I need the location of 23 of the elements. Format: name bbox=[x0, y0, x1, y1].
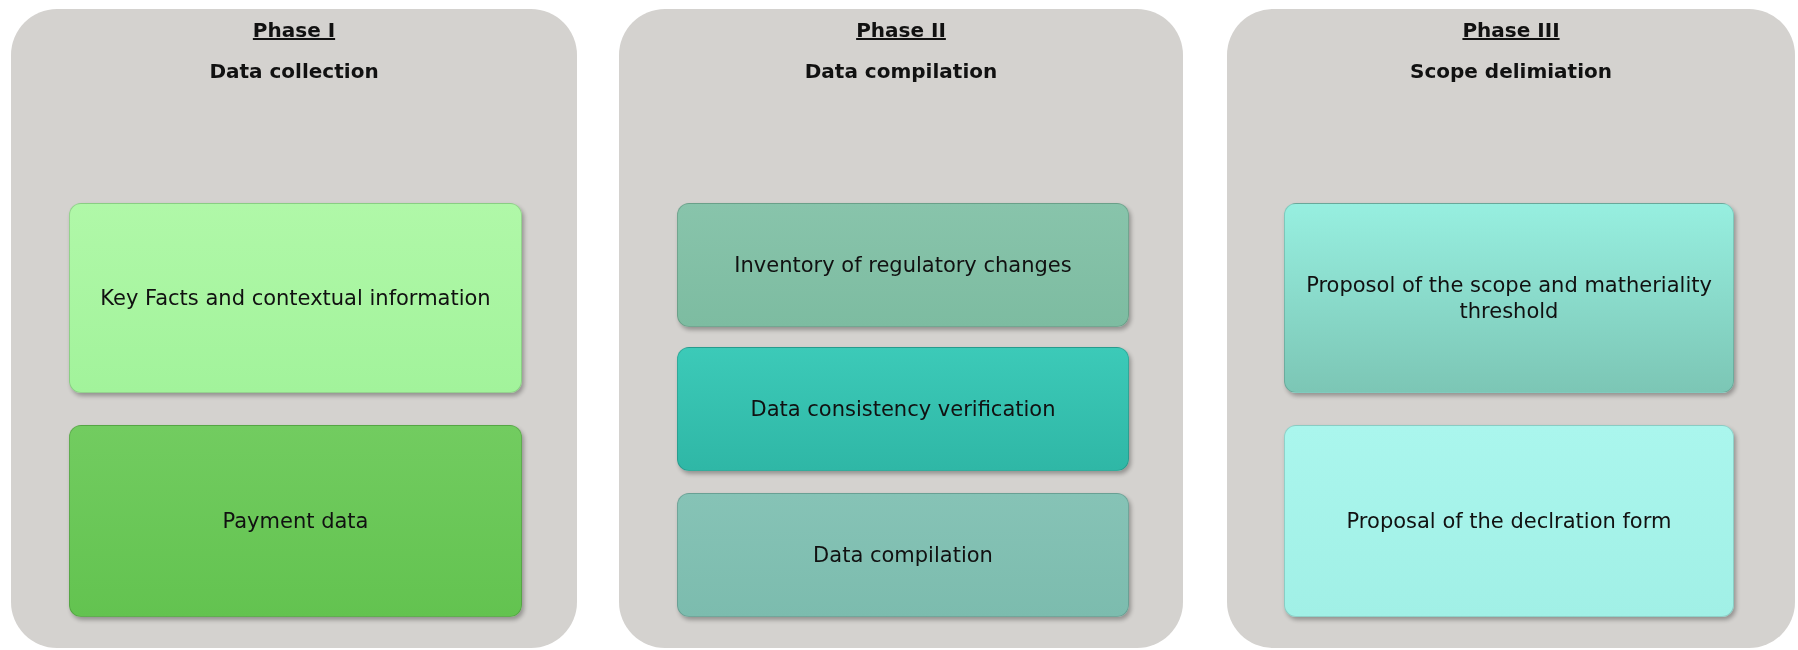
step-text: Data compilation bbox=[813, 541, 993, 569]
phase-title: Data collection bbox=[209, 59, 379, 83]
phase-panel bbox=[11, 9, 577, 648]
step-text: Payment data bbox=[222, 507, 369, 535]
step-text: Key Facts and contextual information bbox=[100, 284, 491, 312]
phase-title: Data compilation bbox=[804, 59, 998, 83]
phase-heading: Phase II bbox=[856, 18, 946, 42]
phase-panel bbox=[619, 9, 1183, 648]
step-box bbox=[1284, 203, 1734, 393]
step-box bbox=[69, 203, 522, 393]
step-box bbox=[69, 425, 522, 617]
step-box bbox=[677, 347, 1129, 471]
phase-title: Scope delimiation bbox=[1410, 59, 1612, 83]
step-box bbox=[677, 203, 1129, 327]
phase-heading: Phase I bbox=[252, 18, 336, 42]
phase-panel bbox=[1227, 9, 1795, 648]
step-text: Data consistency verification bbox=[750, 395, 1056, 423]
step-text: Proposol of the scope and matheriality threshold bbox=[1305, 271, 1713, 325]
step-text: Inventory of regulatory changes bbox=[734, 251, 1072, 279]
step-box bbox=[677, 493, 1129, 617]
phase-heading: Phase III bbox=[1462, 18, 1560, 42]
step-text: Proposal of the declration form bbox=[1346, 507, 1672, 535]
step-box bbox=[1284, 425, 1734, 617]
